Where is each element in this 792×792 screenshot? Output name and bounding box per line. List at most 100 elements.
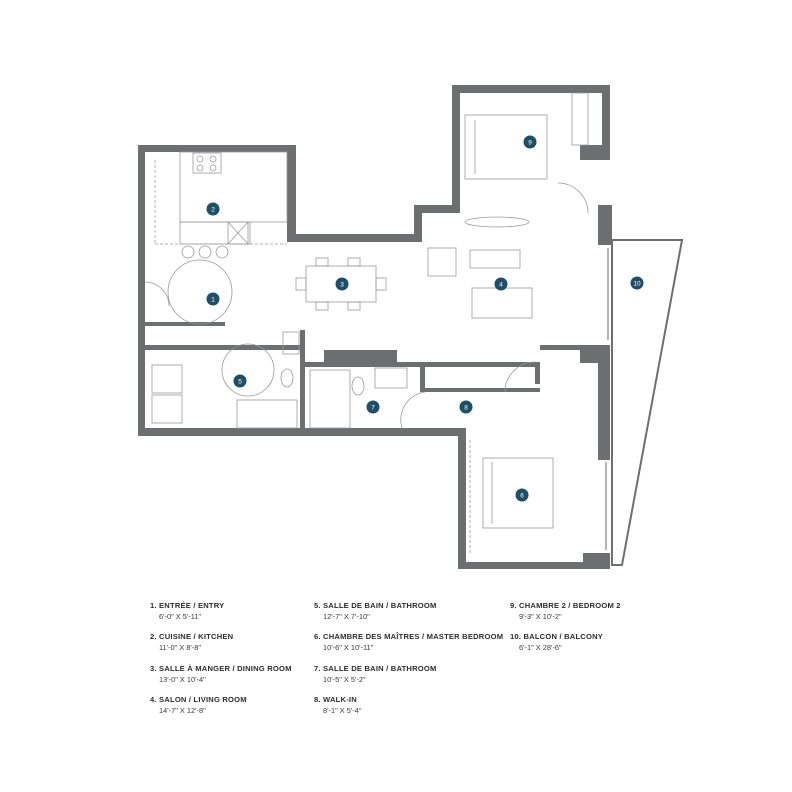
wall-segment	[458, 562, 610, 569]
room-badge-label: 3	[340, 281, 344, 288]
wall-segment	[535, 362, 540, 384]
legend-item-7: 7. SALLE DE BAIN / BATHROOM 10'-5" X 5'-…	[314, 664, 437, 684]
room-badge-1	[206, 292, 220, 306]
wall-segment	[580, 145, 610, 160]
legend-room-title: 9. CHAMBRE 2 / BEDROOM 2	[510, 601, 621, 610]
kitchen-island	[179, 221, 251, 245]
legend-room-dims: 11'-0" X 8'-8"	[159, 643, 202, 652]
wall-segment	[300, 330, 305, 430]
legend-room-title: 7. SALLE DE BAIN / BATHROOM	[314, 664, 437, 673]
legend-room-dims: 14'-7" X 12'-8"	[159, 706, 206, 715]
tv-unit	[464, 216, 530, 228]
vanity	[374, 367, 408, 389]
legend-room-title: 3. SALLE À MANGER / DINING ROOM	[150, 664, 292, 673]
legend-room-title: 10. BALCON / BALCONY	[510, 632, 604, 641]
room-badge-5	[233, 374, 247, 388]
wall-segment	[540, 345, 605, 350]
wall-segment	[138, 145, 145, 435]
dryer	[151, 394, 183, 424]
chair	[347, 301, 361, 311]
wall-segment	[598, 345, 610, 460]
room-badge-10	[630, 276, 644, 290]
wall-segment	[414, 205, 460, 213]
burner	[196, 155, 204, 163]
room-badge-6	[515, 488, 529, 502]
room-badge-label: 2	[211, 206, 215, 213]
sofa	[469, 249, 521, 269]
entry-door-swing	[144, 281, 170, 307]
wall-segment	[602, 85, 610, 160]
legend-item-4: 4. SALON / LIVING ROOM 14'-7" X 12'-8"	[150, 695, 247, 715]
bathtub	[236, 399, 298, 429]
chair	[315, 257, 329, 267]
legend-room-title: 1. ENTRÉE / ENTRY	[150, 601, 225, 610]
legend-item-2: 2. CUISINE / KITCHEN 11'-0" X 8'-8"	[150, 632, 233, 652]
legend-item-10: 10. BALCON / BALCONY 6'-1" X 28'-6"	[510, 632, 603, 652]
chair	[315, 301, 329, 311]
legend-room-title: 2. CUISINE / KITCHEN	[150, 632, 234, 641]
legend-item-6: 6. CHAMBRE DES MAÎTRES / MASTER BEDROOM …	[314, 632, 503, 652]
stool	[181, 245, 195, 259]
room-badge-label: 9	[528, 139, 532, 146]
chair	[347, 257, 361, 267]
room-badge-7	[366, 400, 380, 414]
wall-segment	[420, 362, 425, 392]
room-badge-3	[335, 277, 349, 291]
legend-item-1: 1. ENTRÉE / ENTRY 6'-0" X 5'-11"	[150, 601, 224, 621]
walls	[138, 85, 612, 569]
wall-segment	[425, 388, 540, 392]
master-door-swing	[504, 361, 536, 393]
fixtures	[144, 92, 684, 566]
wall-segment	[287, 145, 296, 240]
legend-item-5: 5. SALLE DE BAIN / BATHROOM 12'-7" X 7'-…	[314, 601, 437, 621]
legend-room-dims: 6'-0" X 5'-11"	[159, 612, 202, 621]
legend-room-title: 8. WALK-IN	[314, 695, 357, 704]
wall-segment	[287, 234, 420, 242]
room-badge-label: 7	[371, 404, 375, 411]
stove	[192, 152, 222, 174]
legend-room-dims: 6'-1" X 28'-6"	[519, 643, 562, 652]
burner	[209, 155, 217, 163]
legend-room-title: 4. SALON / LIVING ROOM	[150, 695, 247, 704]
wall-segment	[598, 205, 612, 245]
legend-room-title: 5. SALLE DE BAIN / BATHROOM	[314, 601, 437, 610]
shower	[309, 369, 351, 429]
armchair	[427, 247, 457, 277]
toilet	[280, 368, 294, 388]
legend-room-dims: 13'-0" X 10'-4"	[159, 675, 206, 684]
walkin-door-swing	[400, 391, 426, 429]
room-badge-label: 1	[211, 296, 215, 303]
bed	[464, 114, 548, 180]
room-badge-label: 8	[464, 404, 468, 411]
burner	[196, 164, 204, 172]
balcony-outline	[611, 239, 684, 566]
room-badge-2	[206, 202, 220, 216]
wall-segment	[145, 322, 225, 326]
burner	[209, 164, 217, 172]
stool	[215, 245, 229, 259]
washer	[151, 364, 183, 394]
vanity	[282, 331, 300, 355]
closet	[571, 92, 589, 146]
legend-room-dims: 10'-5" X 5'-2"	[323, 675, 366, 684]
legend-room-title: 6. CHAMBRE DES MAÎTRES / MASTER BEDROOM	[314, 632, 504, 641]
legend-room-dims: 10'-6" X 10'-11"	[323, 643, 374, 652]
legend-room-dims: 8'-1" X 5'-4"	[323, 706, 362, 715]
chair	[295, 277, 307, 291]
stool	[198, 245, 212, 259]
wall-segment	[138, 145, 296, 152]
bed	[482, 457, 554, 529]
sink-x	[227, 221, 249, 245]
legend-item-8: 8. WALK-IN 8'-1" X 5'-4"	[314, 695, 361, 715]
coffee-table	[471, 287, 533, 319]
room-badge-9	[523, 135, 537, 149]
wall-segment	[458, 428, 466, 569]
legend-item-3: 3. SALLE À MANGER / DINING ROOM 13'-0" X…	[150, 664, 292, 684]
legend-room-dims: 12'-7" X 7'-10"	[323, 612, 370, 621]
chair	[375, 277, 387, 291]
room-badge-8	[459, 400, 473, 414]
wall-segment	[145, 345, 305, 350]
